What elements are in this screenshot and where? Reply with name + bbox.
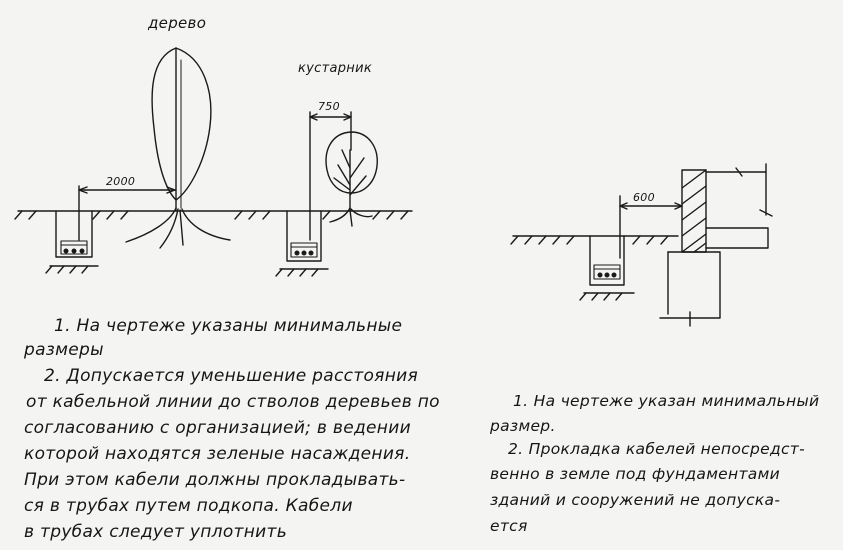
shrub-distance-label: 750	[318, 100, 340, 113]
shrub-label: кустарник	[298, 61, 372, 76]
building-foundation	[659, 251, 721, 327]
right-note-line: 2. Прокладка кабелей непосредст-	[508, 440, 806, 458]
right-note-line: венно в земле под фундаментами	[490, 465, 780, 483]
cable-trench-tree	[45, 210, 99, 274]
cable-trench-shrub	[275, 210, 329, 277]
ground-line-right	[510, 227, 769, 249]
shrub-dimension	[309, 111, 352, 241]
cable-trench-foundation	[579, 235, 635, 301]
left-note-line: размеры	[24, 340, 104, 360]
left-note-line: согласованию с организацией; в ведении	[24, 418, 411, 438]
foundation-dimension	[619, 195, 683, 259]
left-note-line: 1. На чертеже указаны минимальные	[54, 316, 403, 336]
left-note-line: 2. Допускается уменьшение расстояния	[44, 366, 418, 386]
right-note-line: ется	[490, 517, 528, 535]
building-wall	[681, 163, 773, 253]
right-note-line: размер.	[490, 417, 556, 435]
tree-distance-label: 2000	[106, 175, 136, 188]
left-note-line: в трубах следует уплотнить	[24, 522, 288, 542]
tree	[125, 47, 231, 249]
tree-label: дерево	[148, 14, 207, 32]
tree-dimension	[78, 185, 176, 241]
right-note-line: 1. На чертеже указан минимальный	[513, 392, 820, 410]
right-note-line: зданий и сооружений не допуска-	[490, 491, 781, 509]
left-note-line: от кабельной линии до стволов деревьев п…	[26, 392, 440, 412]
left-note-line: ся в трубах путем подкопа. Кабели	[24, 496, 353, 516]
foundation-distance-label: 600	[633, 191, 655, 204]
left-note-line: которой находятся зеленые насаждения.	[24, 444, 411, 464]
shrub	[325, 131, 378, 227]
ground-line-left	[14, 210, 413, 220]
left-note-line: При этом кабели должны прокладывать-	[24, 470, 406, 490]
